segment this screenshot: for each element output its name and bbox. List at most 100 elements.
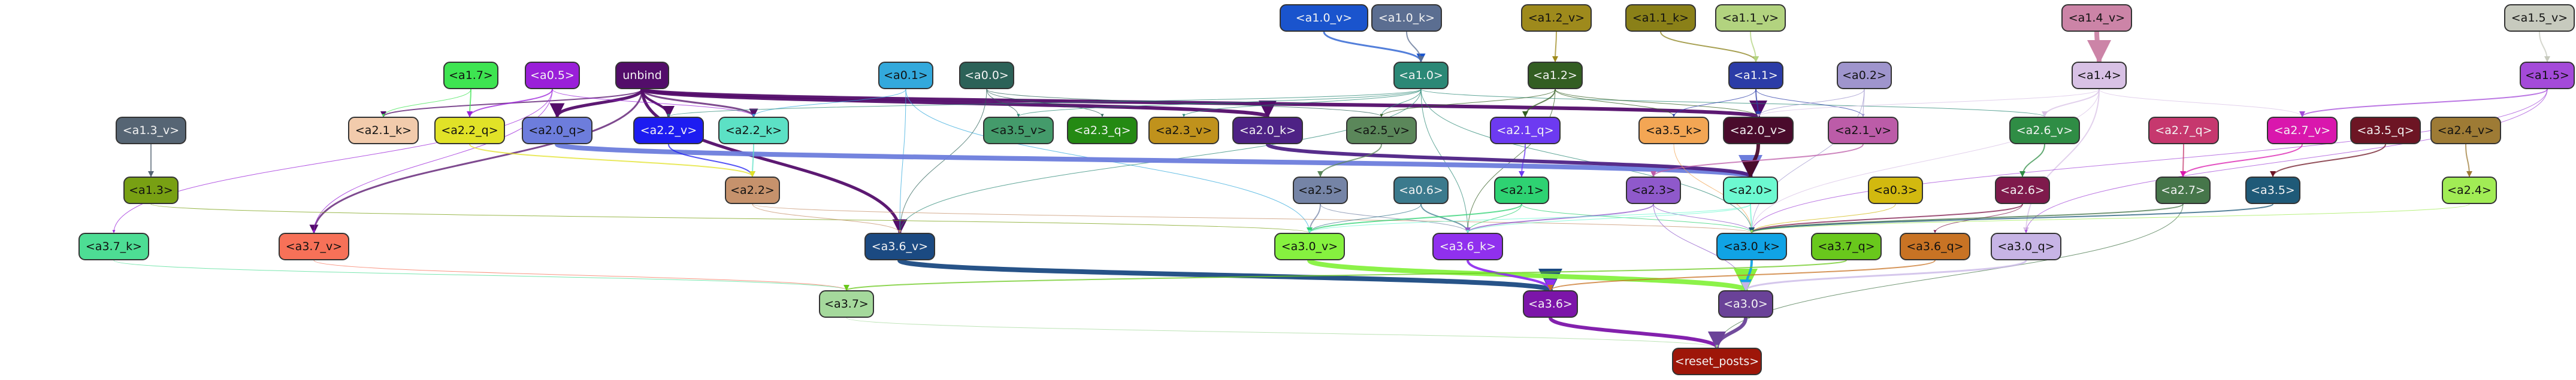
edge-a1_5-to-a2_7_v	[2299, 89, 2548, 117]
node-a2-3[interactable]: <a2.3>	[1626, 177, 1681, 204]
node-a2-2-v[interactable]: <a2.2_v>	[633, 117, 704, 144]
node-a2-3-v[interactable]: <a2.3_v>	[1148, 117, 1219, 144]
node-a2-1-q[interactable]: <a2.1_q>	[1490, 117, 1561, 144]
node-a2-2-k[interactable]: <a2.2_k>	[718, 117, 789, 144]
node-a3-6[interactable]: <a3.6>	[1523, 290, 1578, 318]
node-a3-7-v[interactable]: <a3.7_v>	[279, 233, 349, 260]
node-a2-7[interactable]: <a2.7>	[2155, 177, 2211, 204]
node-a3-5-k[interactable]: <a3.5_k>	[1638, 117, 1709, 144]
node-a1-5[interactable]: <a1.5>	[2520, 62, 2575, 89]
node-a3-0-k[interactable]: <a3.0_k>	[1716, 233, 1787, 260]
edge-a2_0-to-a3_0_k	[1748, 203, 1755, 233]
node-a3-5[interactable]: <a3.5>	[2245, 177, 2300, 204]
node-a2-7-q[interactable]: <a2.7_q>	[2148, 117, 2219, 144]
edge-a1_0-to-a3_6_k	[1420, 89, 1470, 233]
node-a1-0[interactable]: <a1.0>	[1393, 62, 1449, 89]
edge-a1_0-to-a2_2_v	[667, 89, 1422, 117]
edge-a0_2-to-a3_0_k	[1750, 89, 1865, 233]
edge-a2_4_v-to-a2_4	[2465, 144, 2472, 177]
node-a2-1-k[interactable]: <a2.1_k>	[348, 117, 419, 144]
node-a2-4[interactable]: <a2.4>	[2442, 177, 2497, 204]
edge-a2_3-to-a3_0_k	[1653, 203, 1753, 233]
node-a1-1[interactable]: <a1.1>	[1728, 62, 1783, 89]
edge-a2_1_v-to-a2_3	[1650, 144, 1864, 177]
node-a2-3-q[interactable]: <a2.3_q>	[1067, 117, 1138, 144]
node-a2-1-v[interactable]: <a2.1_v>	[1828, 117, 1898, 144]
node-unbind[interactable]: unbind	[615, 62, 669, 89]
edge-a1_4-to-a2_7_v	[2099, 89, 2304, 117]
edge-a0_5-to-a2_2_q	[467, 89, 553, 117]
edge-a1_0-to-a2_6_v	[1420, 89, 2046, 117]
node-a2-0-v[interactable]: <a2.0_v>	[1723, 117, 1794, 144]
node-a1-2-v[interactable]: <a1.2_v>	[1521, 4, 1592, 32]
node-a3-6-v[interactable]: <a3.6_v>	[864, 233, 935, 260]
node-a1-4[interactable]: <a1.4>	[2072, 62, 2127, 89]
node-a2-2[interactable]: <a2.2>	[725, 177, 780, 204]
edge-a0_5-to-a3_7_k	[112, 89, 553, 233]
node-a2-0[interactable]: <a2.0>	[1723, 177, 1778, 204]
node-a1-0-v[interactable]: <a1.0_v>	[1280, 4, 1368, 32]
node-a2-4-v[interactable]: <a2.4_v>	[2430, 117, 2501, 144]
node-a0-6[interactable]: <a0.6>	[1393, 177, 1449, 204]
node-a0-5[interactable]: <a0.5>	[525, 62, 580, 89]
node-a1-4-v[interactable]: <a1.4_v>	[2061, 4, 2132, 32]
node-a1-5-v[interactable]: <a1.5_v>	[2504, 4, 2575, 32]
edge-a2_6-to-a3_0_k	[1749, 203, 2023, 233]
edge-a2_0-to-a3_0_v	[1308, 203, 1751, 233]
node-a3-5-q[interactable]: <a3.5_q>	[2350, 117, 2421, 144]
node-a0-3[interactable]: <a0.3>	[1868, 177, 1923, 204]
edge-a1_1-to-a3_5_k	[1672, 89, 1756, 117]
node-a2-0-k[interactable]: <a2.0_k>	[1232, 117, 1303, 144]
node-a2-6-v[interactable]: <a2.6_v>	[2009, 117, 2080, 144]
edge-a1_0-to-a3_0_k	[1420, 89, 1753, 233]
node-a3-7-k[interactable]: <a3.7_k>	[78, 233, 149, 260]
node-a0-1[interactable]: <a0.1>	[878, 62, 933, 89]
edge-a2_2_q-to-a2_2	[469, 144, 755, 177]
edge-a2_7_q-to-a2_7	[2180, 144, 2187, 177]
node-a3-7[interactable]: <a3.7>	[819, 290, 874, 318]
node-a2-2-q[interactable]: <a2.2_q>	[434, 117, 505, 144]
node-a1-2[interactable]: <a1.2>	[1528, 62, 1583, 89]
node-a3-6-k[interactable]: <a3.6_k>	[1432, 233, 1503, 260]
node-a0-0[interactable]: <a0.0>	[959, 62, 1014, 89]
edge-a1_4_v-to-a1_4	[2087, 31, 2111, 64]
node-reset-posts[interactable]: <reset_posts>	[1672, 348, 1762, 375]
edge-a1_4-to-a3_0_k	[1750, 89, 2100, 233]
edge-a2_5_v-to-a2_5	[1317, 144, 1382, 177]
node-a2-5-v[interactable]: <a2.5_v>	[1346, 117, 1417, 144]
edge-a1_2-to-a2_1_q	[1522, 89, 1556, 117]
node-a1-3[interactable]: <a1.3>	[123, 177, 179, 204]
edge-a0_5-to-a3_7_v	[312, 89, 553, 233]
node-a1-7[interactable]: <a1.7>	[443, 62, 498, 89]
node-a2-5[interactable]: <a2.5>	[1293, 177, 1348, 204]
edge-a1_5-to-a3_0_k	[1750, 89, 2548, 233]
node-a2-6[interactable]: <a2.6>	[1995, 177, 2050, 204]
edge-a1_0_k-to-a1_0	[1406, 31, 1424, 62]
edge-a3_0_v-to-a3_0	[1307, 258, 1757, 293]
node-a3-6-q[interactable]: <a3.6_q>	[1900, 233, 1970, 260]
edge-a1_7-to-a2_2_q	[467, 89, 473, 117]
edge-a2_6_v-to-a2_6	[2019, 144, 2045, 177]
node-a2-1[interactable]: <a2.1>	[1494, 177, 1549, 204]
node-a1-3-v[interactable]: <a1.3_v>	[116, 117, 186, 144]
node-a1-1-v[interactable]: <a1.1_v>	[1715, 4, 1786, 32]
edge-a3_6_q-to-a3_6	[1547, 260, 1936, 291]
edge-a2_4-to-a3_0_k	[1750, 203, 2470, 233]
node-a3-7-q[interactable]: <a3.7_q>	[1811, 233, 1882, 260]
node-a0-2[interactable]: <a0.2>	[1837, 62, 1892, 89]
node-a2-0-q[interactable]: <a2.0_q>	[522, 117, 592, 144]
node-a3-0-v[interactable]: <a3.0_v>	[1274, 233, 1345, 260]
edge-a1_2_v-to-a1_2	[1552, 31, 1559, 62]
node-a3-5-v[interactable]: <a3.5_v>	[983, 117, 1054, 144]
node-a1-1-k[interactable]: <a1.1_k>	[1625, 4, 1696, 32]
edge-unbind-to-a2_0_v	[640, 87, 1766, 118]
node-a1-0-k[interactable]: <a1.0_k>	[1371, 4, 1442, 32]
edge-a3_7-to-reset_posts	[846, 317, 1719, 348]
edge-a1_2-to-a3_5_k	[1555, 89, 1676, 117]
edge-a0_0-to-a2_5_v	[986, 89, 1383, 117]
edge-unbind-to-a3_6_v	[640, 89, 908, 235]
node-a3-0-q[interactable]: <a3.0_q>	[1991, 233, 2061, 260]
node-a2-7-v[interactable]: <a2.7_v>	[2267, 117, 2338, 144]
node-a3-0[interactable]: <a3.0>	[1718, 290, 1773, 318]
